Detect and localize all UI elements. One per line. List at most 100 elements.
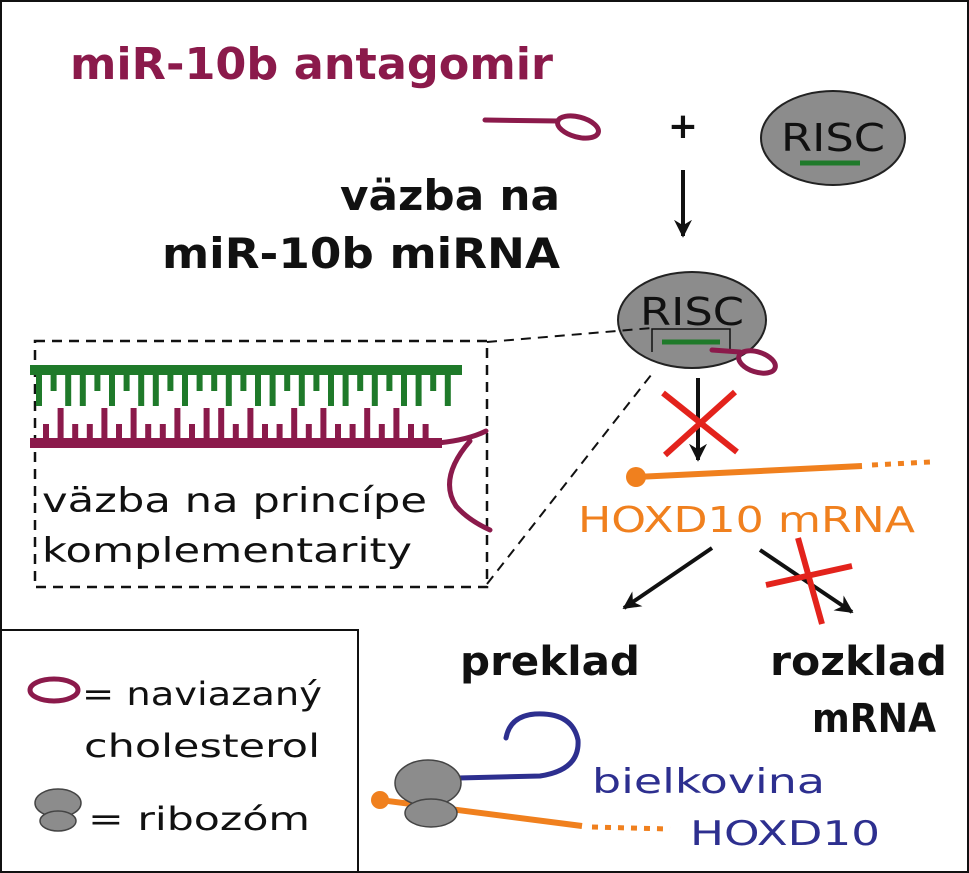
cholesterol-loop: [555, 113, 601, 141]
complementarity-label-line1: väzba na princípe: [42, 481, 427, 521]
antagomir-base-tooth: [159, 424, 166, 440]
binding-label-line2: miR-10b miRNA: [162, 229, 561, 278]
antagomir-base-tooth: [291, 408, 298, 440]
block-cross-icon: [661, 389, 739, 458]
bound-antagomir-strand: [709, 347, 743, 355]
mirna-base-tooth: [123, 374, 130, 391]
legend-cholesterol-line1: = naviazaný: [82, 675, 322, 713]
bound-cholesterol-loop: [736, 348, 778, 376]
mirna-base-tooth: [225, 374, 232, 406]
risc-complex-bound: RISC: [617, 271, 778, 376]
legend-frame: [0, 629, 359, 873]
antagomir-base-tooth: [232, 424, 239, 440]
mirna-base-tooth: [386, 374, 393, 391]
antagomir-molecule: [482, 113, 601, 141]
plus-sign: +: [668, 106, 698, 147]
mirna-base-tooth: [342, 374, 349, 406]
mirna-bases: [36, 374, 451, 406]
mirna-base-tooth: [298, 374, 305, 406]
risc-label: RISC: [640, 290, 744, 334]
ribosome-small-subunit: [404, 798, 458, 828]
mirna-base-tooth: [430, 374, 437, 391]
mirna-base-tooth: [444, 374, 451, 406]
mrna-label: HOXD10 mRNA: [578, 500, 915, 541]
hoxd10-mrna: [626, 459, 931, 487]
mirna-base-tooth: [211, 374, 218, 391]
antagomir-tail: [435, 428, 489, 446]
legend: = naviazaný cholesterol = ribozóm: [0, 629, 359, 873]
mirna-base-tooth: [357, 374, 364, 391]
ribosome-icon: [34, 788, 82, 832]
mirna-base-tooth: [284, 374, 291, 391]
antagomir-base-tooth: [305, 424, 312, 440]
complementarity-inset: väzba na princípe komplementarity: [30, 339, 493, 589]
mirna-base-tooth: [313, 374, 320, 391]
zoom-connector-top: [486, 327, 653, 343]
antagomir-base-tooth: [86, 424, 93, 440]
mirna-base-tooth: [415, 374, 422, 406]
inset-frame: [33, 339, 489, 589]
antagomir-bases: [43, 408, 429, 440]
cholesterol-arc: [447, 438, 493, 533]
antagomir-base-tooth: [349, 424, 356, 440]
translating-ribosome: [371, 711, 671, 832]
antagomir-base-tooth: [57, 408, 64, 440]
antagomir-base-tooth: [364, 408, 371, 440]
degradation-label-line2: mRNA: [812, 696, 936, 742]
antagomir-base-tooth: [393, 408, 400, 440]
antagomir-base-tooth: [72, 424, 79, 440]
mirna-base-tooth: [36, 374, 42, 406]
mirna-base-tooth: [401, 374, 407, 406]
mirna-base-tooth: [65, 374, 72, 406]
antagomir-base-tooth: [335, 424, 341, 440]
antagomir-base-tooth: [189, 424, 195, 440]
translation-label: preklad: [460, 639, 640, 685]
complementarity-label-line2: komplementarity: [42, 531, 412, 571]
binding-label-line1: väzba na: [340, 171, 560, 220]
antagomir-base-tooth: [101, 408, 108, 440]
antagomir-base-tooth: [130, 408, 137, 440]
mrna-strand: [635, 463, 863, 480]
cholesterol-loop-icon: [27, 676, 81, 704]
mirna-base-tooth: [196, 374, 203, 391]
antagomir-base-tooth: [422, 424, 429, 440]
nascent-protein-chain: [455, 711, 581, 781]
antagomir-title: miR-10b antagomir: [70, 39, 553, 90]
mirna-backbone: [30, 365, 462, 375]
antagomir-base-tooth: [320, 408, 327, 440]
legend-cholesterol-line2: cholesterol: [84, 727, 320, 765]
mirna-base-tooth: [328, 374, 334, 406]
degradation-label-line1: rozklad: [770, 639, 947, 685]
mirna-base-tooth: [138, 374, 145, 406]
mirna-base-tooth: [255, 374, 261, 406]
block-cross-icon: [765, 537, 853, 625]
mirna-base-tooth: [371, 374, 378, 406]
protein-label-line1: bielkovina: [592, 762, 825, 802]
antagomir-base-tooth: [276, 424, 283, 440]
zoom-region-bracket: [651, 328, 731, 352]
mirna-base-tooth: [50, 374, 57, 391]
antagomir-base-tooth: [203, 408, 210, 440]
mirna-base-tooth: [240, 374, 247, 391]
antagomir-strand: [482, 117, 561, 124]
antagomir-base-tooth: [408, 424, 414, 440]
mirna-base-tooth: [94, 374, 101, 391]
antagomir-base-tooth: [262, 424, 268, 440]
risc-body: [760, 90, 906, 186]
mirna-base-tooth: [109, 374, 115, 406]
risc-label: RISC: [781, 116, 885, 160]
antagomir-base-tooth: [43, 424, 49, 440]
mirna-base-tooth: [182, 374, 188, 406]
risc-complex-free: RISC: [760, 90, 906, 186]
mirna-base-tooth: [152, 374, 159, 406]
translation-arrow: [622, 546, 714, 610]
zoom-connector-bottom: [486, 369, 656, 585]
mrna-cap: [371, 791, 389, 809]
risc-body: [617, 271, 767, 369]
antagomir-base-tooth: [145, 424, 152, 440]
antagomir-base-tooth: [218, 408, 225, 440]
mrna-strand-continuation: [591, 824, 671, 832]
antagomir-base-tooth: [247, 408, 254, 440]
degradation-arrow: [758, 548, 854, 614]
